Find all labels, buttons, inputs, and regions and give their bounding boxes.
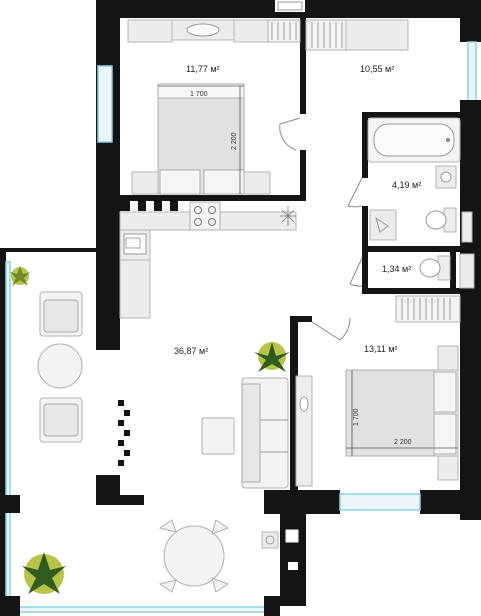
sink-icon (435, 165, 457, 189)
table-icon (201, 417, 235, 455)
stove-icon (189, 201, 221, 231)
sofa-icon (241, 377, 289, 489)
table-icon (37, 343, 83, 389)
bathroom: 4,19 м² (367, 117, 473, 243)
living-room: 36,87 м² (10, 266, 313, 594)
wardrobe-icon (395, 295, 461, 323)
loggia-window-bottom (9, 606, 271, 613)
toilet-icon (419, 255, 451, 281)
area-label-room-top-right: 10,55 м² (360, 64, 394, 74)
washing-machine (369, 209, 397, 241)
door-bedroom-top[interactable] (279, 117, 301, 151)
area-label-living: 36,87 м² (174, 346, 208, 356)
loggia-window-left (5, 261, 11, 609)
bed-icon (131, 83, 271, 195)
wardrobe-icon (305, 19, 347, 51)
bed-length-dim-right: 2 200 (394, 439, 412, 446)
bedroom-top: 1 700 2 200 11,77 м² (127, 19, 301, 195)
area-label-bedroom-right: 13,11 м² (364, 344, 398, 354)
plant-icon (22, 552, 66, 594)
loggia (0, 248, 280, 616)
kitchen (119, 201, 297, 319)
room-top-right: 10,55 м² (305, 19, 409, 208)
door-wc[interactable] (349, 257, 363, 287)
door-bathroom[interactable] (347, 177, 363, 208)
area-label-wc: 1,34 м² (382, 264, 411, 274)
door-bedroom-right[interactable] (311, 317, 351, 341)
bedroom-right: 13,11 м² 1 700 2 200 (345, 295, 461, 481)
toilet-icon (425, 207, 457, 233)
bathtub-icon (367, 117, 461, 163)
plant-icon (10, 266, 30, 286)
armchair-icon (39, 291, 83, 337)
window-bedroom-right (339, 493, 421, 511)
bed-width-dim: 1 700 (190, 91, 208, 98)
bed-width-dim-right: 1 700 (353, 408, 360, 426)
radiator-icon (118, 400, 130, 466)
bed-length-dim: 2 200 (231, 132, 238, 150)
window-top-right (467, 41, 477, 103)
walls (96, 0, 481, 616)
armchair-icon (39, 397, 83, 443)
plant-icon (254, 342, 290, 372)
bed-icon (345, 345, 459, 481)
area-label-bedroom-top: 11,77 м² (186, 64, 220, 74)
area-label-bathroom: 4,19 м² (392, 180, 421, 190)
window-bedroom-left (97, 65, 113, 143)
hood-icon (280, 206, 296, 226)
wc: 1,34 м² (349, 253, 475, 289)
sink-icon (123, 233, 147, 255)
table-icon (158, 519, 230, 593)
